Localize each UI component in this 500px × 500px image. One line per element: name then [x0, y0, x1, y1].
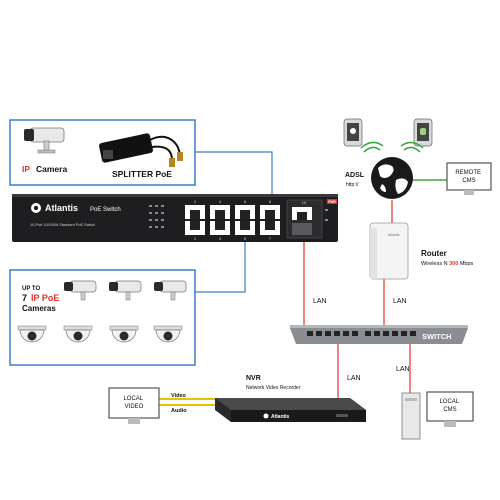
bullet-camera-icon [109, 280, 142, 301]
poe-switch-body [12, 194, 338, 242]
remote-cms-monitor: REMOTE CMS [446, 162, 492, 195]
globe-icon [371, 157, 413, 199]
local-cms-label: LOCAL CMS [439, 399, 460, 413]
port-number: 3 [219, 236, 222, 241]
bullet-camera-icon [154, 280, 187, 301]
router-subtitle-speed: 300 [449, 261, 458, 267]
router-brand: Atlantis [388, 233, 400, 237]
local-video-line-1: LOCAL [123, 396, 143, 402]
dome-camera-icon [153, 325, 183, 343]
http-label: http:// [346, 182, 359, 188]
up-to-label: UP TO [22, 286, 40, 292]
port-number: 1 [194, 236, 197, 241]
local-cms-computer: LOCAL CMS [401, 391, 474, 440]
ip-camera-group: IP Camera SPLITTER PoE [9, 119, 196, 186]
switch-caption: 10-Port 10/100M Standard PoE Switch [30, 223, 95, 227]
port-number: 4 [219, 199, 222, 204]
camera-count: 7 [22, 293, 27, 303]
wifi-signal-icon [360, 141, 424, 153]
switch-brand: Atlantis [45, 203, 78, 213]
local-cms-line-1: LOCAL [439, 399, 459, 405]
audio-label: Audio [171, 408, 187, 414]
poe-splitter-icon [99, 133, 183, 167]
nvr-brand: Atlantis [271, 414, 290, 420]
poe-switch: Atlantis PoE Switch 10-Port 10/100M Stan… [12, 194, 338, 242]
dome-camera-icon [17, 325, 47, 343]
router-subtitle: Wireless N 300 Mbps [421, 261, 474, 267]
remote-cms-label: REMOTE CMS [455, 170, 482, 184]
port-number: 5 [244, 236, 247, 241]
connections [159, 151, 447, 406]
ip-prefix: IP [22, 164, 30, 174]
network-switch: SWITCH [290, 325, 468, 344]
camera-link-line [195, 151, 273, 210]
uplink-number: 10 [302, 200, 307, 205]
adsl-label: ADSL [345, 172, 365, 179]
status-leds [149, 205, 164, 228]
local-video-label: LOCAL VIDEO [123, 396, 144, 410]
local-video-line-2: VIDEO [125, 404, 144, 410]
remote-cms-line-2: CMS [462, 178, 475, 184]
rj45-ports [185, 205, 280, 235]
camera-label: Camera [36, 164, 67, 174]
video-label: Video [171, 393, 187, 399]
lan-label: LAN [396, 366, 410, 373]
router-subtitle-suffix: Mbps [458, 261, 473, 267]
router-title: Router [421, 249, 447, 258]
power-badge [327, 199, 337, 204]
lan-label: LAN [393, 298, 407, 305]
cameras-group: UP TO 7 IP PoE Cameras [9, 269, 196, 366]
local-cms-line-2: CMS [443, 407, 456, 413]
router-subtitle-prefix: Wireless N [421, 261, 449, 267]
port-number: 6 [244, 199, 247, 204]
cameras-link-line [195, 232, 246, 293]
nvr-group: NVR Network Video Recorder Atlantis [215, 375, 366, 422]
port-number: 8 [269, 199, 272, 204]
local-video-monitor: LOCAL VIDEO [108, 387, 160, 424]
internet-group: ADSL http:// REMOTE CMS [343, 118, 492, 199]
iphone-icon [343, 118, 363, 147]
lan-label: LAN [313, 298, 327, 305]
switch-ports [307, 331, 416, 336]
router: Atlantis Router Wireless N 300 Mbps [369, 222, 474, 280]
dome-camera-icon [109, 325, 139, 343]
lan-label: LAN [347, 375, 361, 382]
port-number: 2 [194, 199, 197, 204]
splitter-label: SPLITTER PoE [112, 169, 172, 179]
ip-poe-label: IP PoE [31, 293, 59, 303]
remote-cms-line-1: REMOTE [455, 170, 481, 176]
power-badge-label: PWR [328, 200, 336, 204]
bullet-camera-icon [24, 127, 65, 154]
switch-model: PoE Switch [90, 207, 121, 213]
dome-camera-icon [63, 325, 93, 343]
cameras-label: Cameras [22, 304, 56, 313]
switch-label: SWITCH [422, 332, 452, 341]
android-phone-icon [413, 118, 433, 147]
port-number: 7 [269, 236, 272, 241]
nvr-title: NVR [246, 375, 261, 382]
nvr-subtitle: Network Video Recorder [246, 385, 301, 391]
bullet-camera-icon [64, 280, 97, 301]
